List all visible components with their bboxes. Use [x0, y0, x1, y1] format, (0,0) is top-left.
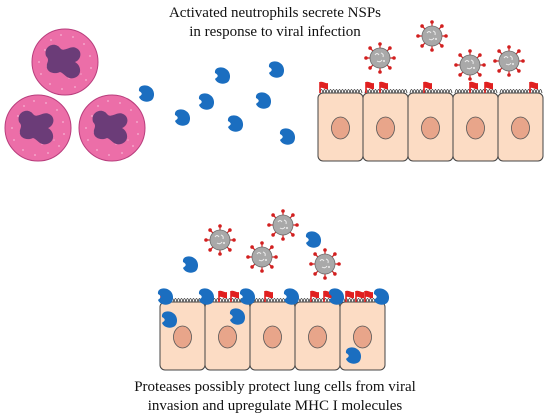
protease-icon [227, 115, 244, 132]
protease-icon [255, 92, 272, 109]
protease-icon [214, 67, 231, 84]
protease-icon [198, 288, 215, 305]
virus-icon [363, 41, 397, 75]
top-caption: Activated neutrophils secrete NSPs in re… [0, 4, 550, 42]
protease-icon [305, 231, 322, 248]
virus-icon [245, 240, 279, 274]
protease-icon [283, 288, 300, 305]
top-epithelium [317, 81, 544, 162]
epithelial-cell-icon [317, 92, 364, 162]
virus-icon [308, 247, 342, 281]
bottom-caption-line-1: Proteases possibly protect lung cells fr… [134, 379, 416, 395]
receptor-icon [365, 81, 374, 93]
epithelial-cell-icon [407, 92, 454, 162]
protease-icon [239, 288, 256, 305]
receptor-icon [345, 290, 354, 302]
receptor-icon [264, 290, 273, 302]
bottom-caption-line-2: invasion and upregulate MHC I molecules [147, 398, 403, 414]
protease-icon [157, 288, 174, 305]
epithelial-cell-icon [452, 92, 499, 162]
epithelial-cell-icon [497, 92, 544, 162]
protease-icon [182, 256, 199, 273]
neutrophil-icon [4, 94, 72, 162]
top-caption-line-1: Activated neutrophils secrete NSPs [168, 5, 382, 21]
protease-icon [174, 109, 191, 126]
epithelial-cell-icon [362, 92, 409, 162]
epithelial-cell-icon [249, 301, 296, 371]
top-caption-line-2: in response to viral infection [189, 24, 361, 40]
protease-icon [279, 128, 296, 145]
bottom-epithelium [157, 288, 390, 371]
virus-icon [266, 208, 300, 242]
virus-icon [203, 223, 237, 257]
epithelial-cell-icon [294, 301, 341, 371]
protease-icon [138, 85, 155, 102]
protease-icon [198, 93, 215, 110]
protease-icon [268, 61, 285, 78]
virus-icon [453, 48, 487, 82]
protease-icon [373, 288, 390, 305]
bottom-caption: Proteases possibly protect lung cells fr… [0, 378, 550, 416]
neutrophil-icon [78, 94, 146, 162]
virus-icon [492, 44, 526, 78]
